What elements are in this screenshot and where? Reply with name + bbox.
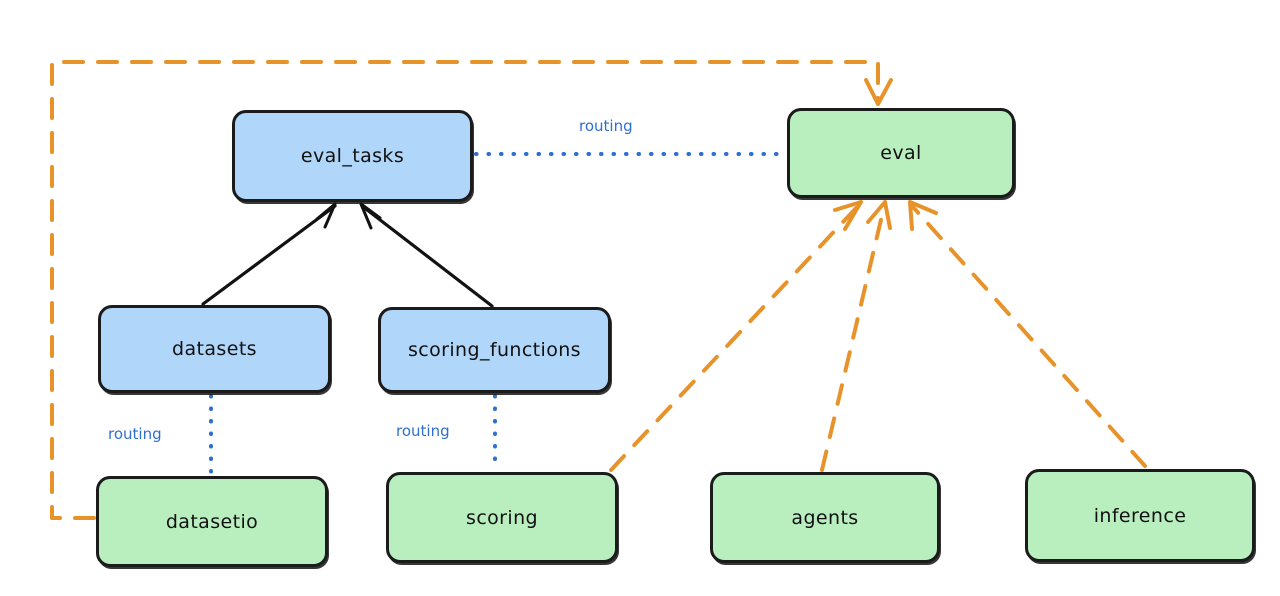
node-eval-tasks[interactable]: eval_tasks (232, 110, 473, 202)
node-label-agents: agents (791, 506, 859, 529)
edge-label-routing-eval-tasks: routing (579, 117, 633, 135)
edge-datasets-to-eval-tasks (201, 202, 337, 306)
node-label-eval-tasks: eval_tasks (300, 145, 405, 167)
edge-inference-to-eval (908, 200, 1147, 468)
node-eval[interactable]: eval (787, 108, 1015, 198)
node-datasetio[interactable]: datasetio (96, 476, 328, 567)
node-scoring[interactable]: scoring (386, 472, 618, 563)
edge-scoring-functions-to-eval-tasks (359, 202, 494, 308)
node-label-scoring: scoring (466, 506, 538, 529)
node-datasets[interactable]: datasets (98, 305, 331, 393)
edge-scoring-to-eval (609, 200, 863, 472)
node-label-scoring-functions: scoring_functions (408, 339, 581, 361)
edge-agents-to-eval (820, 200, 892, 472)
node-agents[interactable]: agents (710, 472, 940, 563)
node-label-datasets: datasets (172, 338, 257, 360)
node-inference[interactable]: inference (1025, 469, 1255, 562)
node-label-eval: eval (880, 142, 922, 164)
node-label-inference: inference (1093, 504, 1187, 527)
edge-datasetio-to-eval (50, 60, 893, 520)
node-label-datasetio: datasetio (165, 510, 259, 533)
edge-label-routing-datasets: routing (108, 425, 162, 443)
node-scoring-functions[interactable]: scoring_functions (378, 307, 611, 393)
edge-label-routing-scoring-functions: routing (396, 422, 450, 440)
